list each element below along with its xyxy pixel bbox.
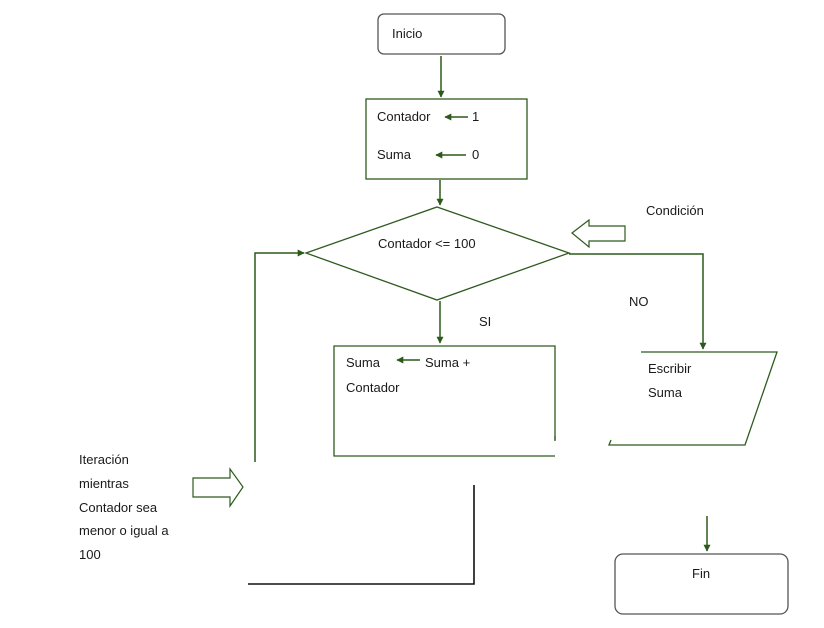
end-terminator (614, 553, 789, 615)
end-label: Fin (692, 566, 711, 581)
iteration-note-line5: 100 (79, 546, 101, 562)
no-branch-label: NO (629, 294, 649, 309)
iteration-note-line4: menor o igual a (79, 523, 169, 538)
decision-condition-text: Contador <= 100 (378, 236, 476, 251)
accumulate-expression-line2: Contador (346, 380, 400, 395)
init-suma-label: Suma (377, 147, 411, 162)
accumulate-process-box (333, 345, 556, 457)
iteration-note-line2: mientras (79, 476, 129, 491)
decision-diamond (304, 206, 571, 301)
condition-annotation: Condición (646, 203, 704, 218)
init-suma-value: 0 (472, 147, 480, 162)
output-label-line2: Suma (648, 385, 682, 400)
start-label: Inicio (392, 26, 423, 41)
yes-branch-label: SI (479, 314, 492, 329)
accumulate-expression-line1: Suma + (425, 355, 471, 370)
output-parallelogram (608, 351, 778, 446)
loop-bottom-line (248, 485, 475, 585)
loop-return-arrow (254, 249, 305, 462)
init-contador-label: Contador (377, 109, 431, 124)
iteration-pointer-arrow (192, 467, 244, 508)
condition-pointer-arrow (571, 218, 626, 249)
accumulate-target-label: Suma (346, 355, 380, 370)
iteration-note: Iteración mientras Contador sea menor o … (79, 449, 197, 566)
start-terminator (377, 13, 506, 55)
init-contador-value: 1 (472, 109, 480, 124)
init-process-box (365, 98, 528, 180)
flow-arrow-no (569, 253, 707, 350)
iteration-note-line3: Contador sea (79, 499, 158, 515)
iteration-note-line1: Iteración (79, 453, 129, 467)
output-label-line1: Escribir (648, 361, 692, 376)
